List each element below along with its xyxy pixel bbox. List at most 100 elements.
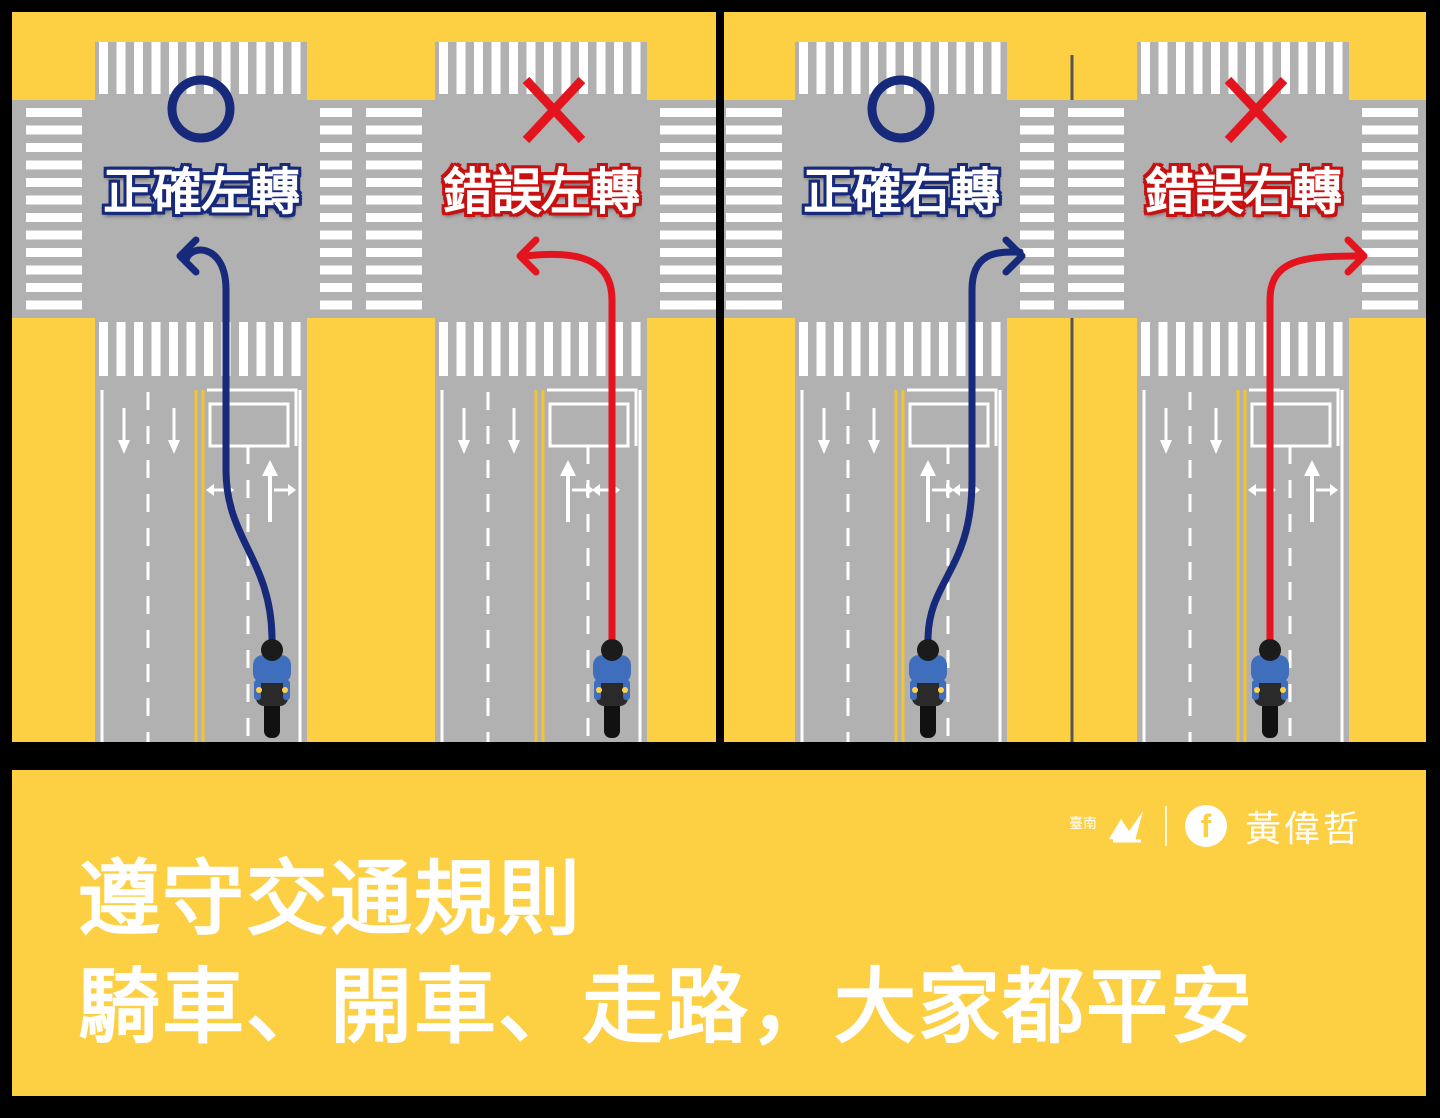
crosswalk-stripe-left [1068,125,1124,135]
crosswalk-stripe-top [204,42,213,94]
crosswalk-stripe-left [726,143,782,152]
crosswalk-stripe-top [256,42,266,94]
crosswalk-stripe-left [1068,213,1124,222]
crosswalk-stripe-right [1020,283,1076,292]
crosswalk-stripe-bottom [274,322,283,376]
crosswalk-stripe-bottom [799,322,808,376]
road-horizontal [1054,100,1426,318]
crosswalk-stripe-right [660,108,716,117]
crosswalk-stripe-top [561,42,571,94]
crosswalk-stripe-bottom [1158,322,1168,376]
crosswalk-stripe-top [186,42,196,94]
crosswalk-stripe-top [1263,42,1273,94]
lane-arrow-turn-head [952,484,960,496]
crosswalk-stripe-top [869,42,878,94]
lane-arrow-up-head [1304,460,1320,476]
crosswalk-stripe-left [726,300,782,310]
motorcycle-rider [1251,639,1289,738]
circle-icon [867,75,935,143]
lane-arrow-turn-head [206,484,214,496]
lane-arrow-down-head [868,440,880,454]
motorcycle-rider [593,639,631,738]
crosswalk-stripe-right [320,125,376,135]
crosswalk-stripe-left [26,300,82,310]
crosswalk-stripe-left [1068,195,1124,205]
crosswalk-stripe-bottom [851,322,861,376]
crosswalk-stripe-left [366,160,422,170]
crosswalk-stripe-top [1316,42,1325,94]
motorcycle-waiting-box [908,402,990,448]
crosswalk-stripe-bottom [579,322,588,376]
crosswalk-stripe-left [26,143,82,152]
crosswalk-stripe-left [366,283,422,292]
facebook-icon: f [1184,805,1227,847]
crosswalk-stripe-left [26,160,82,170]
crosswalk-stripe-bottom [561,322,571,376]
crosswalk-stripe-right [660,265,716,275]
traffic-scene [12,12,1426,742]
crosswalk-stripe-left [366,248,422,257]
headlight [256,687,262,693]
lane-arrow-turn-head [288,484,296,496]
crosswalk-stripe-bottom [151,322,161,376]
crosswalk-stripe-left [26,265,82,275]
crosswalk-stripe-bottom [974,322,983,376]
crosswalk-stripe-left [366,125,422,135]
crosswalk-stripe-right [1362,160,1418,170]
crosswalk-stripe-top [939,42,948,94]
rider-helmet [917,639,939,661]
crosswalk-stripe-left [26,125,82,135]
crosswalk-stripe-bottom [816,322,826,376]
crosswalk-stripe-top [526,42,536,94]
crosswalk-stripe-right [320,213,376,222]
panel-label-correct-left: 正確左轉 [103,163,300,221]
crosswalk-stripe-right [660,125,716,135]
crosswalk-stripe-bottom [526,322,536,376]
motorcycle-waiting-box [208,402,290,448]
crosswalk-stripe-left [726,178,782,187]
crosswalk-stripe-right [1362,125,1418,135]
crosswalk-stripe-top [456,42,466,94]
crosswalk-stripe-bottom [991,322,1001,376]
crosswalk-stripe-left [726,108,782,117]
crosswalk-stripe-bottom [614,322,623,376]
crosswalk-stripe-bottom [116,322,126,376]
crosswalk-stripe-left [26,108,82,117]
crosswalk-stripe-right [660,178,716,187]
crosswalk-stripe-top [596,42,606,94]
crosswalk-stripe-bottom [1333,322,1343,376]
lane-arrow-down-head [118,440,130,454]
crosswalk-stripe-top [169,42,178,94]
rider-helmet [261,639,283,661]
crosswalk-stripe-bottom [491,322,501,376]
cross-icon [1224,76,1288,144]
panel-label-wrong-right: 錯誤右轉 [1145,163,1342,221]
crosswalk-stripe-right [660,248,716,257]
crosswalk-stripe-right [1020,248,1076,257]
crosswalk-stripe-right [320,265,376,275]
crosswalk-stripe-bottom [869,322,878,376]
crosswalk-stripe-bottom [439,322,448,376]
crosswalk-stripe-right [1020,300,1076,310]
motorcycle-waiting-box [1250,402,1332,448]
lane-arrow-turn-head [592,484,600,496]
stop-box-edge [1249,388,1340,446]
crosswalk-stripe-right [320,195,376,205]
crosswalk-stripe-left [366,178,422,187]
crosswalk-stripe-top [274,42,283,94]
crosswalk-stripe-right [1020,265,1076,275]
rider-jacket [253,655,291,683]
crosswalk-stripe-bottom [1298,322,1308,376]
crosswalk-stripe-top [1246,42,1255,94]
crosswalk-stripe-top [1176,42,1185,94]
crosswalk-stripe-top [491,42,501,94]
crosswalk-stripe-top [991,42,1001,94]
headlight [912,687,918,693]
crosswalk-stripe-bottom [939,322,948,376]
slogan-line-2: 騎車、開車、走路，大家都平安 [78,960,1255,1055]
crosswalk-stripe-left [366,213,422,222]
crosswalk-stripe-left [1068,283,1124,292]
credit-divider [1164,806,1167,846]
panel-correct-left [12,42,376,742]
crosswalk-stripe-top [239,42,248,94]
